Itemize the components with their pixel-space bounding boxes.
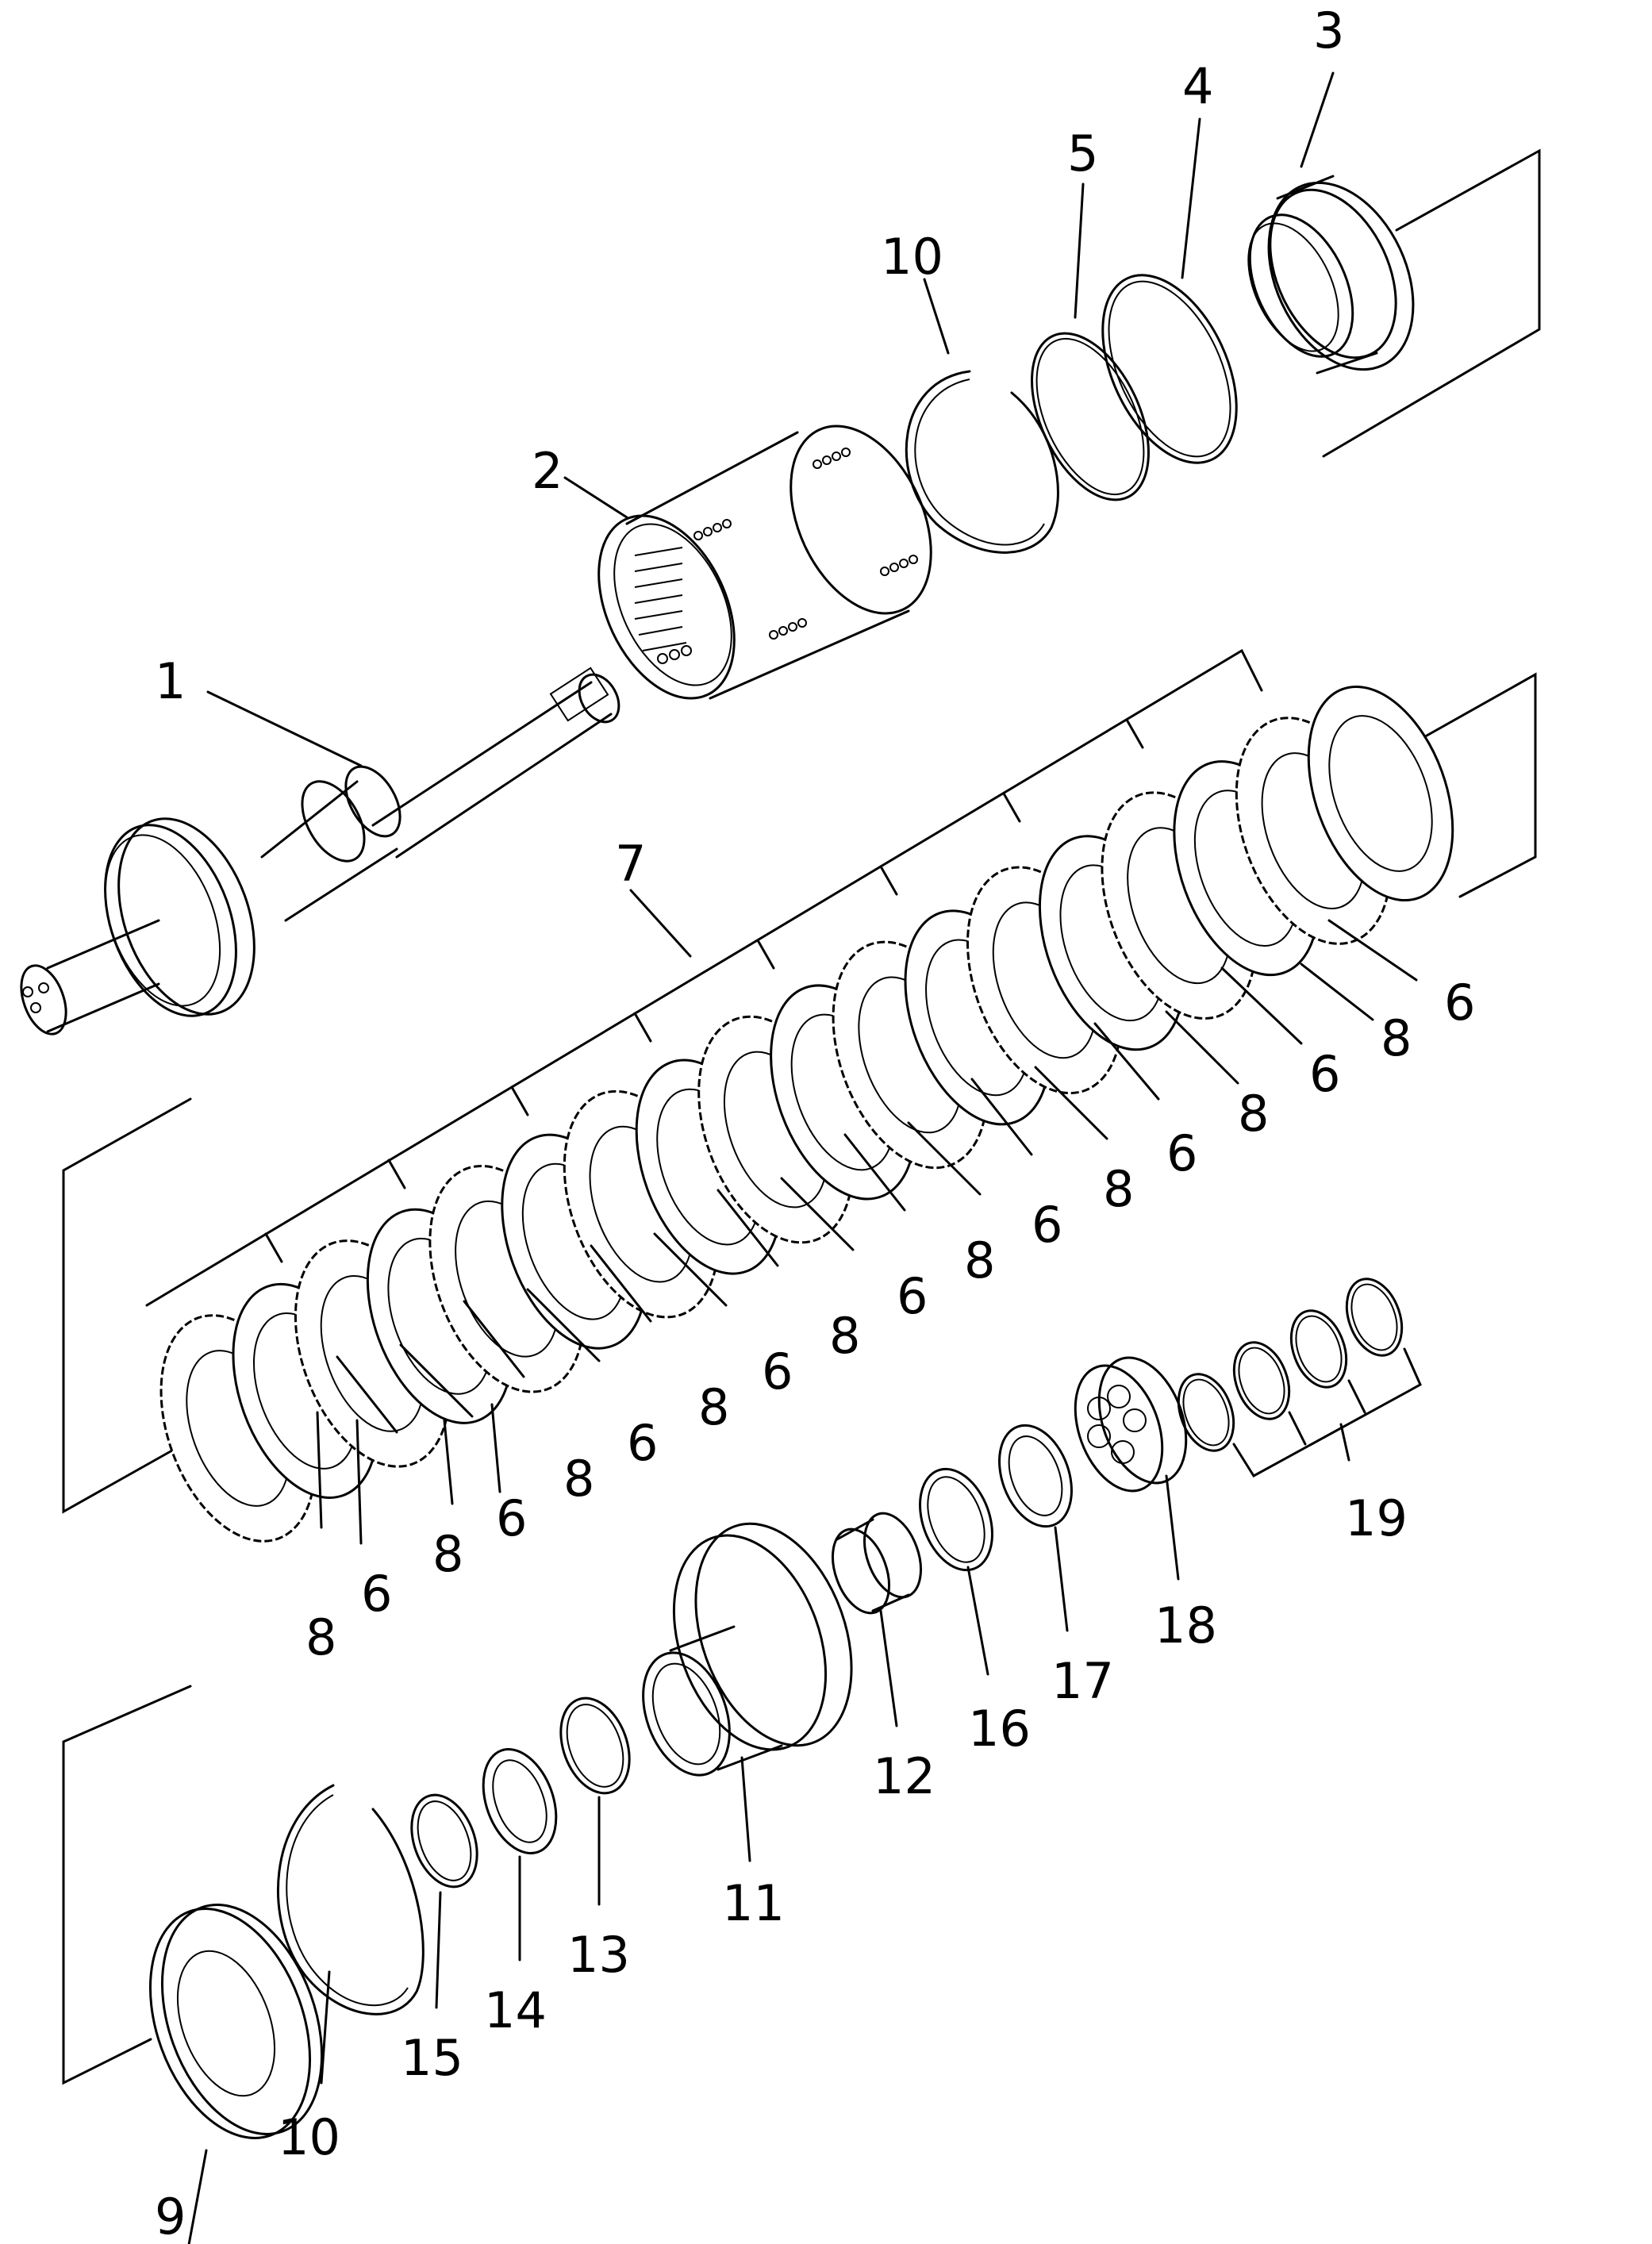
part-10-snap-ring-top [905,370,1059,554]
bracket-line-left [62,1097,192,1514]
callout-7: 7 [615,835,646,893]
callout-16: 16 [968,1700,1031,1758]
part-2-clutch-drum [597,425,932,700]
plate-inner-edge [1328,715,1433,872]
bracket-ticks-upper [264,718,1144,1263]
callout-2: 2 [532,442,563,500]
part-3-seal-carrier [1247,175,1415,375]
part-17-washer [998,1424,1073,1528]
bracket-line-right [1407,672,1537,898]
part-19-rings [1177,1278,1422,1477]
callout-6: 6 [1166,1124,1197,1182]
callout-9: 9 [155,2188,186,2244]
part-1-shaft [20,667,620,1036]
callout-8: 8 [964,1232,995,1289]
callout-6: 6 [762,1343,793,1401]
callout-6: 6 [1032,1196,1062,1254]
part-11-hub [642,1522,853,1777]
separator-plate [1307,685,1454,902]
callout-8: 8 [1381,1009,1412,1067]
callout-12: 12 [873,1747,935,1805]
callout-11: 11 [722,1874,785,1932]
callout-8: 8 [1103,1160,1134,1218]
callout-17: 17 [1051,1652,1114,1710]
callout-1: 1 [155,652,186,710]
part-4-ring [1101,274,1238,464]
part-10-snap-ring-bottom [277,1784,425,2015]
callout-5: 5 [1067,125,1098,183]
callout-8: 8 [305,1608,336,1666]
part-18-bearing [1074,1356,1188,1493]
callout-6: 6 [361,1565,392,1623]
callout-13: 13 [567,1926,630,1984]
callout-6: 6 [1444,974,1475,1032]
callout-labels: 3 4 5 10 2 1 7 6 8 6 8 6 8 6 8 6 8 6 8 6… [155,2,1475,2244]
callout-8: 8 [1238,1085,1269,1143]
callout-10-top: 10 [881,228,943,286]
callout-4: 4 [1182,57,1213,115]
part-15-ring [410,1793,478,1889]
callout-6: 6 [1309,1045,1340,1103]
part-16-washer [919,1467,993,1572]
part-12-bushing [832,1512,922,1615]
part-9-plate [148,1904,324,2139]
callout-8: 8 [563,1450,594,1508]
bracket-line-bottom-left [62,1685,192,2085]
callout-8: 8 [432,1525,463,1583]
part-14-washer [482,1748,558,1854]
callout-6: 6 [627,1414,658,1472]
callout-6: 6 [897,1267,928,1325]
callout-15: 15 [401,2029,463,2087]
callout-10-bottom: 10 [278,2108,340,2166]
callout-8: 8 [698,1378,729,1436]
callout-3: 3 [1313,2,1344,60]
callout-8: 8 [829,1307,860,1365]
clutch-plate-pack [159,685,1454,1543]
callout-14: 14 [484,1981,547,2039]
callout-6: 6 [496,1489,527,1547]
callout-18: 18 [1154,1597,1217,1654]
callout-19: 19 [1345,1489,1408,1547]
bracket-line-top [1322,148,1541,458]
part-13-ring [559,1696,631,1795]
leader-lines [187,71,1418,2244]
